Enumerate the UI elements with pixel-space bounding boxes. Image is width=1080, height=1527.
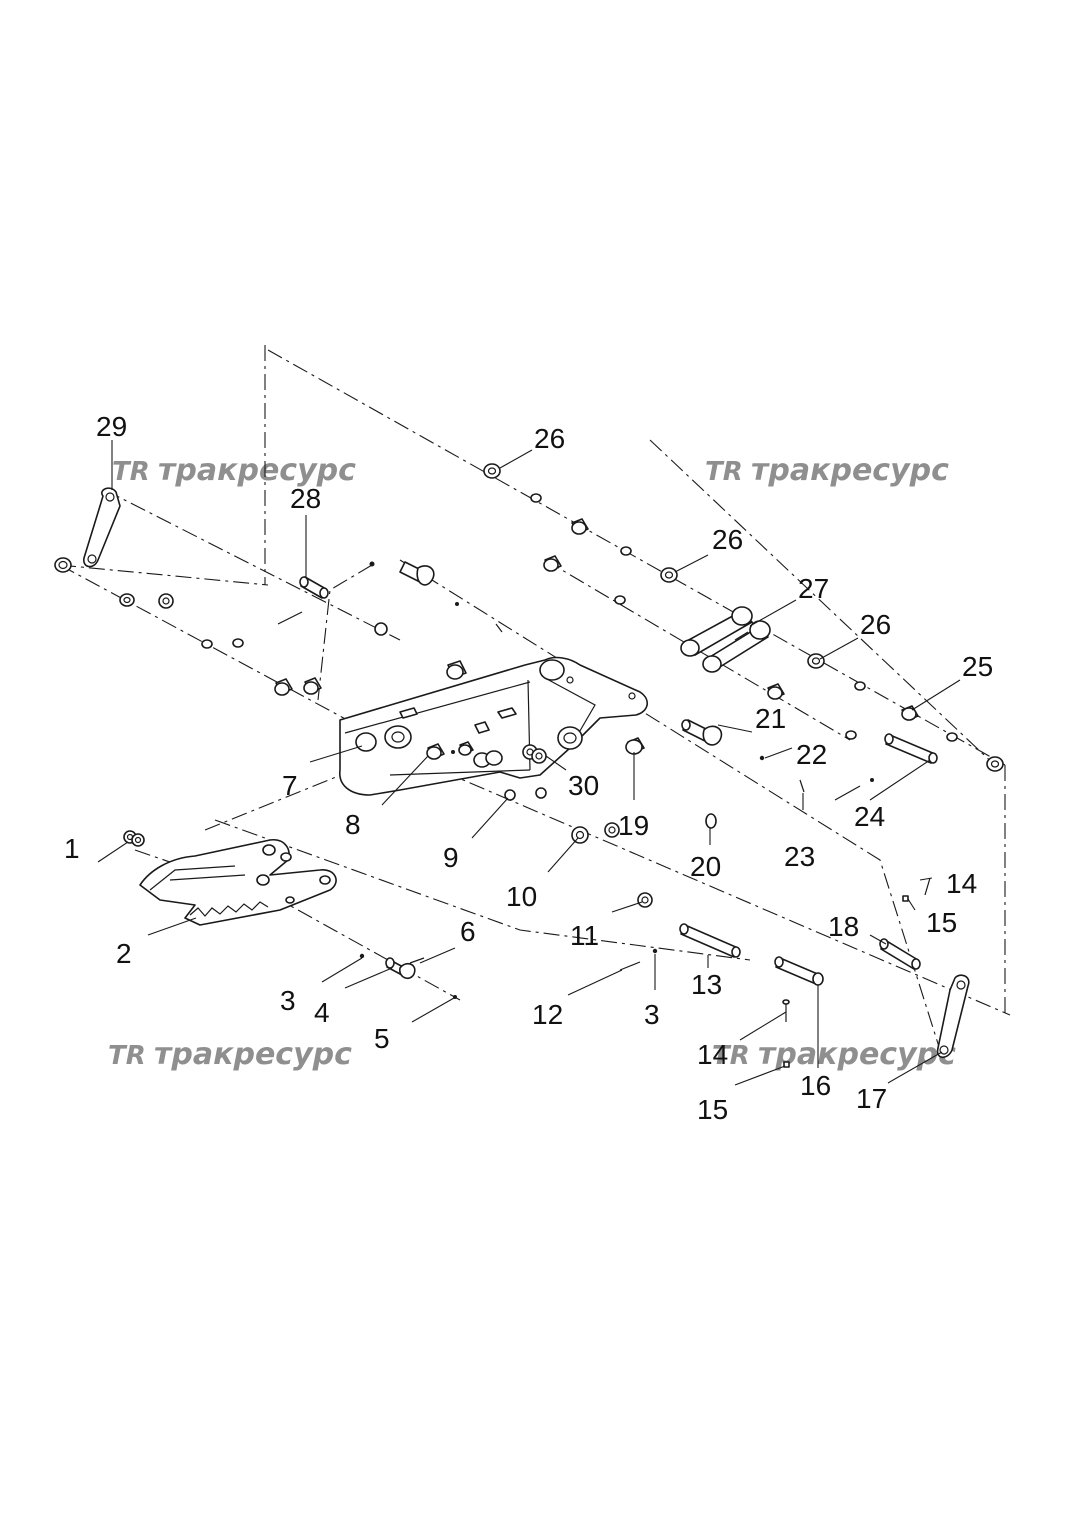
callout-5: 5 xyxy=(374,1023,390,1054)
watermark-logo: TR xyxy=(108,1041,146,1071)
part-washers-26-row xyxy=(483,463,1004,772)
callout-2: 2 xyxy=(116,938,132,969)
part-ring-20 xyxy=(705,813,717,829)
part-washer-11 xyxy=(637,892,653,908)
callout-29: 29 xyxy=(96,411,127,442)
part-link-plate-29 xyxy=(54,487,121,573)
part-flanged-pin-21 xyxy=(681,719,723,746)
part-bushing-upper xyxy=(446,660,467,680)
part-bolt-14-upper xyxy=(902,877,931,902)
callout-1: 1 xyxy=(64,833,80,864)
callout-20: 20 xyxy=(690,851,721,882)
callout-labels: 29 28 26 26 27 26 25 21 22 7 30 24 8 19 … xyxy=(64,411,993,1125)
callout-3: 3 xyxy=(280,985,296,1016)
part-rings-9 xyxy=(504,787,547,801)
callout-27: 27 xyxy=(798,573,829,604)
watermark-bottom-left: TR тракресурс xyxy=(108,1037,352,1072)
part-washers-30 xyxy=(522,744,547,764)
part-pin-18 xyxy=(879,938,921,970)
watermark-text: тракресурс xyxy=(154,1037,352,1072)
callout-22: 22 xyxy=(796,739,827,770)
callout-11: 11 xyxy=(570,920,599,951)
callout-12: 12 xyxy=(532,999,563,1030)
callout-10: 10 xyxy=(506,881,537,912)
callout-14: 14 xyxy=(946,868,977,899)
watermark-bottom-right: TR тракресурс xyxy=(712,1037,956,1072)
part-washers-1 xyxy=(123,830,145,847)
part-pin-16 xyxy=(774,956,824,986)
part-washers-left-row xyxy=(119,593,322,696)
part-pin-13 xyxy=(679,923,741,958)
part-bolt-12 xyxy=(619,948,658,971)
part-bushings-mid-row xyxy=(543,555,857,740)
callout-14: 14 xyxy=(697,1039,728,1070)
watermark-logo: TR xyxy=(112,457,150,487)
part-pin-4 xyxy=(359,953,457,999)
watermark-top-right: TR тракресурс xyxy=(705,453,949,488)
part-link-plate-17 xyxy=(936,974,970,1059)
callout-13: 13 xyxy=(691,969,722,1000)
leader-lines xyxy=(97,440,961,1086)
part-bushings-8 xyxy=(426,741,474,760)
watermark-text: тракресурс xyxy=(751,453,949,488)
callout-25: 25 xyxy=(962,651,993,682)
part-h-link-27 xyxy=(680,606,771,673)
callout-23: 23 xyxy=(784,841,815,872)
callout-6: 6 xyxy=(460,916,476,947)
callout-3: 3 xyxy=(644,999,660,1030)
callout-19: 19 xyxy=(618,810,649,841)
callout-7: 7 xyxy=(282,770,298,801)
callout-28: 28 xyxy=(290,483,321,514)
callout-21: 21 xyxy=(755,703,786,734)
watermark-logo: TR xyxy=(705,457,743,487)
part-washers-10 xyxy=(571,822,620,844)
callout-15: 15 xyxy=(697,1094,728,1125)
callout-15: 15 xyxy=(926,907,957,938)
callout-30: 30 xyxy=(568,770,599,801)
part-bucket-2 xyxy=(139,839,337,926)
watermark-logo: TR xyxy=(712,1041,750,1071)
part-small-22-23 xyxy=(759,755,805,793)
watermark-text: тракресурс xyxy=(158,453,356,488)
part-pin-28 xyxy=(277,561,375,625)
watermark-text: тракресурс xyxy=(758,1037,956,1072)
callout-17: 17 xyxy=(856,1083,887,1114)
part-pin-24 xyxy=(834,733,938,801)
watermark-top-left: TR тракресурс xyxy=(112,453,356,488)
callout-16: 16 xyxy=(800,1070,831,1101)
part-bushing-19 xyxy=(625,737,645,755)
part-flanged-pin xyxy=(399,561,503,633)
callout-24: 24 xyxy=(854,801,885,832)
callout-26: 26 xyxy=(712,524,743,555)
callout-18: 18 xyxy=(828,911,859,942)
callout-8: 8 xyxy=(345,809,361,840)
callout-26: 26 xyxy=(534,423,565,454)
callout-26: 26 xyxy=(860,609,891,640)
callout-4: 4 xyxy=(314,997,330,1028)
callout-9: 9 xyxy=(443,842,459,873)
part-main-arm-7 xyxy=(339,656,648,796)
part-ring xyxy=(374,622,388,636)
